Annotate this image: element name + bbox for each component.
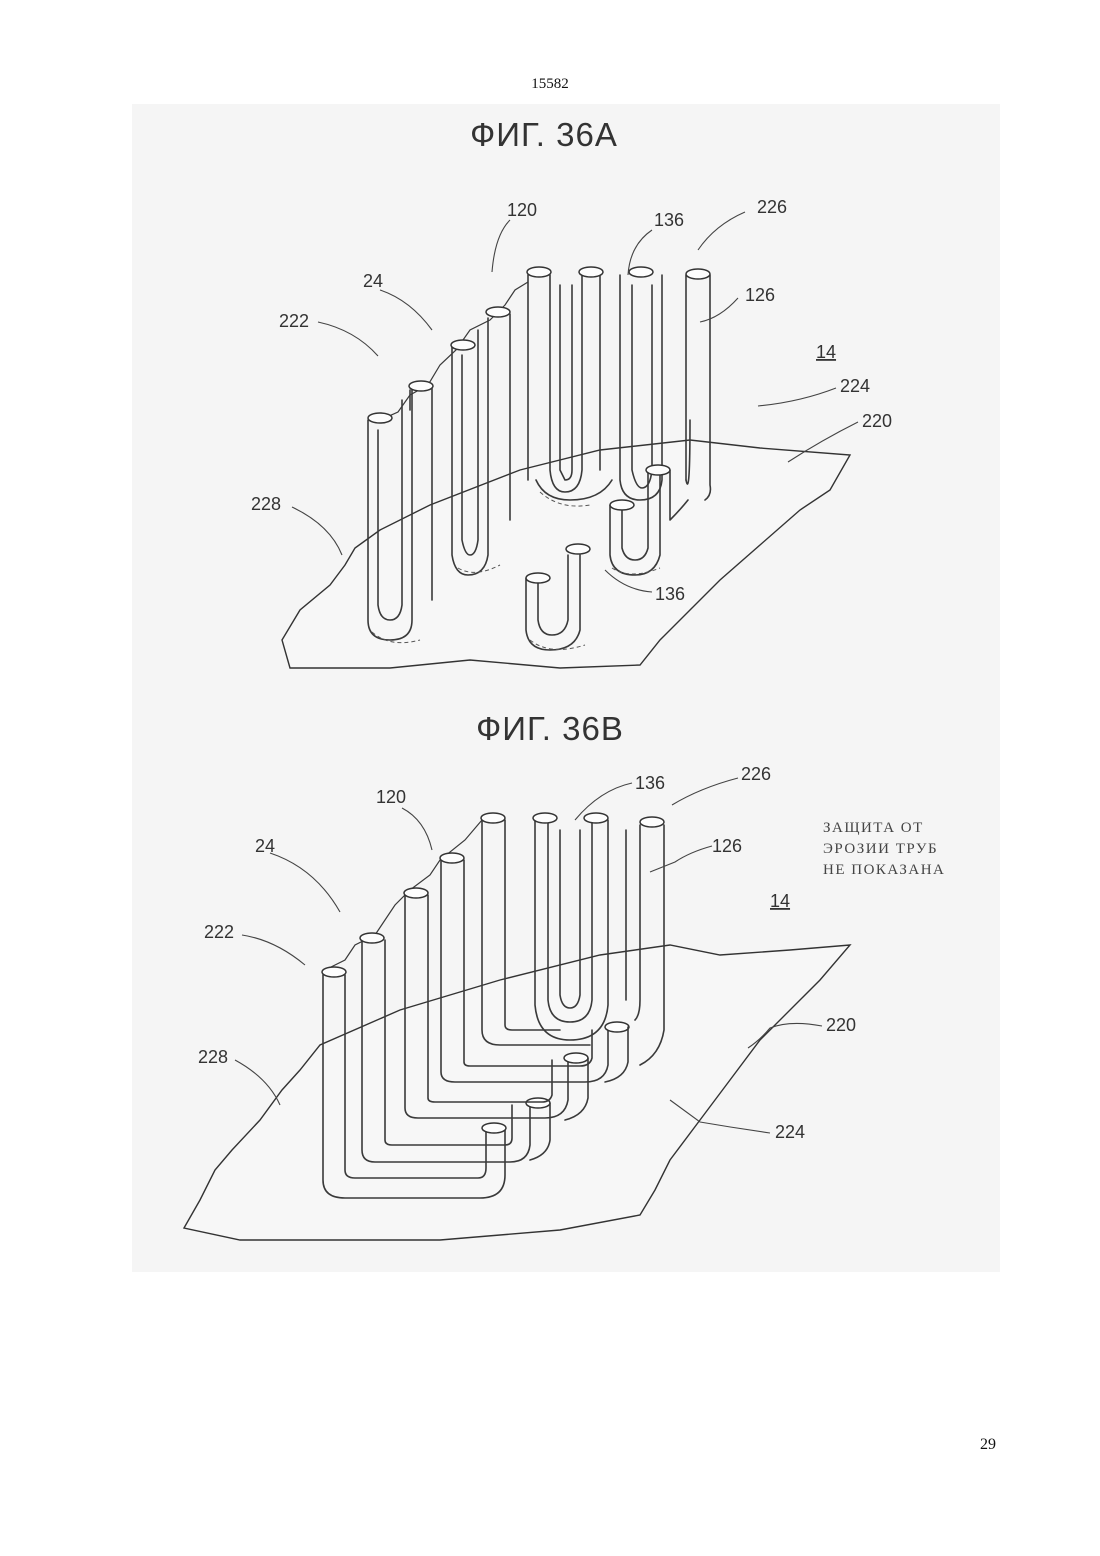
fig-b-ref-136: 136 <box>635 773 665 793</box>
fig-b-note-line-3: НЕ ПОКАЗАНА <box>823 862 945 878</box>
fig-b-base-plate <box>184 945 850 1240</box>
fig-b-ref-220: 220 <box>826 1015 856 1035</box>
fig-b-ref-14: 14 <box>770 891 790 911</box>
fig-b-ref-222: 222 <box>204 922 234 942</box>
fig-b-ref-224: 224 <box>775 1122 805 1142</box>
fig-b-ref-24: 24 <box>255 836 275 856</box>
fig-b-wall-edge <box>325 820 482 970</box>
fig-b-ref-226: 226 <box>741 764 771 784</box>
fig-b-note-line-1: ЗАЩИТА ОТ <box>823 820 924 836</box>
fig-b-ref-126: 126 <box>712 836 742 856</box>
fig-b-ref-120: 120 <box>376 787 406 807</box>
fig-b-ref-228: 228 <box>198 1047 228 1067</box>
fig-b-note-line-2: ЭРОЗИИ ТРУБ <box>823 841 938 857</box>
